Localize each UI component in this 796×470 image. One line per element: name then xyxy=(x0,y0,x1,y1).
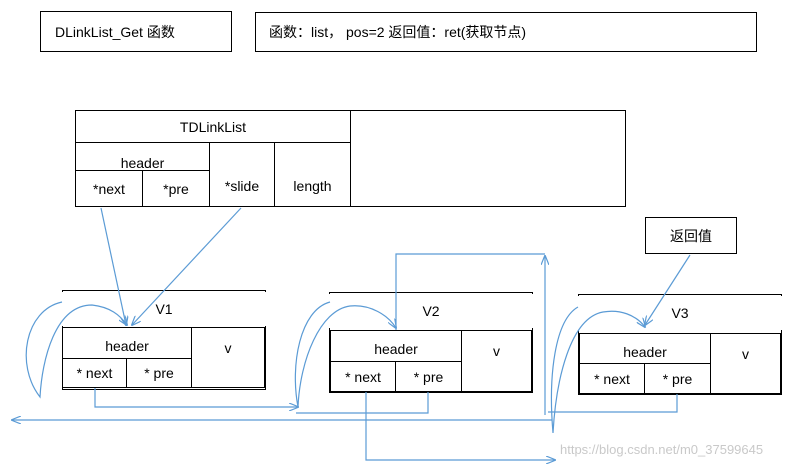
return-callout-label: 返回值 xyxy=(646,218,736,253)
node-v3-title: V3 xyxy=(578,296,782,330)
arrow-return-to-v3 xyxy=(645,254,691,325)
tdlinklist-slide: *slide xyxy=(209,142,275,207)
node-v3-header: header xyxy=(579,333,711,366)
arrow-slide-to-v1 xyxy=(132,207,242,325)
node-v1-next: * next xyxy=(62,358,127,388)
arrow-v2-loop xyxy=(294,301,396,408)
node-v1-title: V1 xyxy=(62,292,266,326)
arrow-v3-loop xyxy=(550,306,645,434)
node-v3-next: * next xyxy=(579,363,645,394)
function-name-box: DLinkList_Get 函数 xyxy=(40,11,232,52)
tdlinklist-next: *next xyxy=(75,170,143,207)
arrow-list-next-to-v1 xyxy=(100,207,126,325)
watermark: https://blog.csdn.net/m0_37599645 xyxy=(560,442,764,457)
function-name-label: DLinkList_Get 函数 xyxy=(55,23,175,40)
return-callout-box: 返回值 xyxy=(645,217,737,254)
node-v2-next: * next xyxy=(330,361,396,392)
params-box: 函数：list， pos=2 返回值：ret(获取节点) xyxy=(255,12,757,52)
params-label: 函数：list， pos=2 返回值：ret(获取节点) xyxy=(269,24,527,40)
node-v3-pre: * pre xyxy=(644,363,711,394)
node-v1-header: header xyxy=(62,327,192,360)
node-v2-title: V2 xyxy=(329,294,533,328)
node-v2-value: v xyxy=(461,330,532,392)
node-v3-value: v xyxy=(710,333,781,394)
arrow-v1-next-to-v2 xyxy=(94,388,298,407)
arrow-v3-pre xyxy=(548,394,678,413)
arrow-v2-up xyxy=(395,253,545,330)
arrow-v1-loop xyxy=(25,301,127,399)
arrow-v2-pre xyxy=(296,392,429,414)
node-v2-header: header xyxy=(330,330,462,363)
arrow-v2-next-down xyxy=(365,392,555,460)
tdlinklist-length: length xyxy=(274,142,351,207)
node-v2-pre: * pre xyxy=(395,361,462,392)
node-v1-value: v xyxy=(191,327,265,388)
